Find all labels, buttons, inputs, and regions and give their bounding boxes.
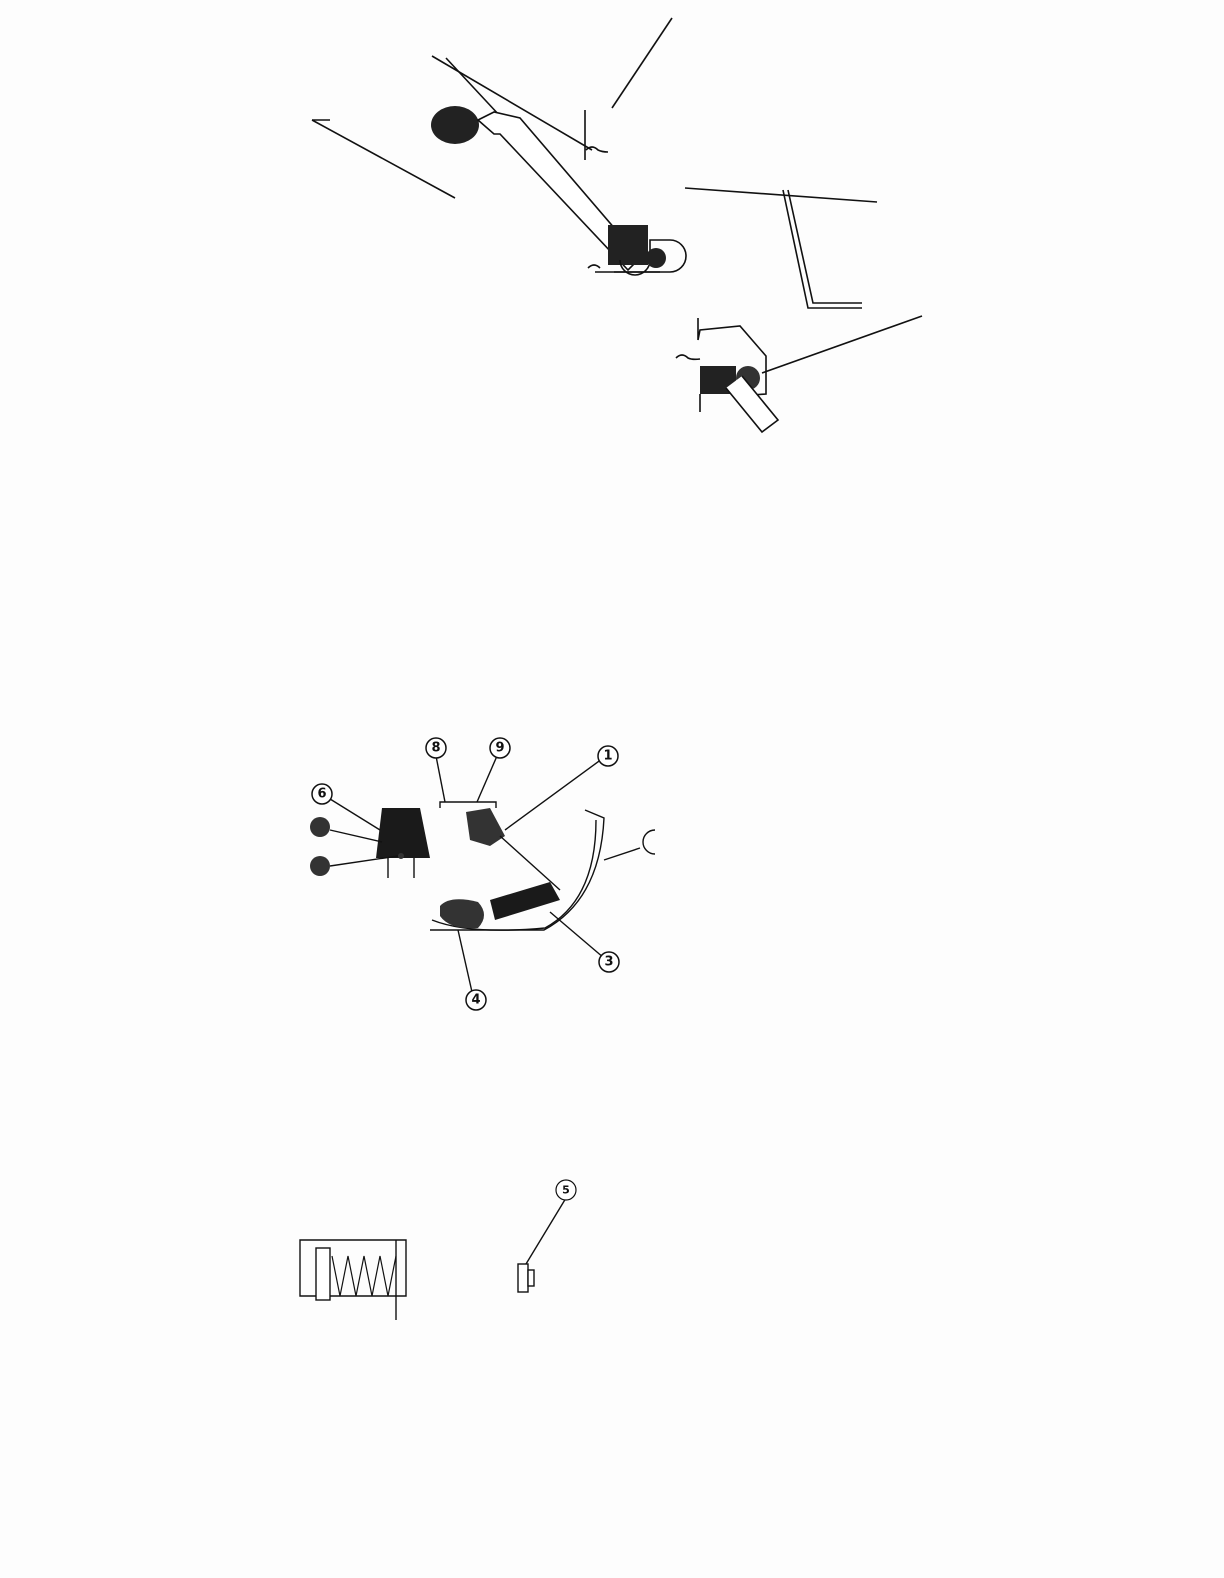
callout-9: 9 — [489, 737, 511, 759]
top-figure-lever-assembly — [311, 17, 923, 434]
callout-5: 5 — [555, 1179, 577, 1201]
callout-4: 4 — [465, 989, 487, 1011]
svg-text:1: 1 — [603, 749, 612, 764]
callout-6: 6 — [311, 783, 333, 805]
svg-text:5: 5 — [562, 1184, 570, 1197]
callout-1: 1 — [597, 745, 619, 767]
svg-text:4: 4 — [471, 993, 480, 1008]
svg-text:8: 8 — [431, 741, 440, 756]
svg-text:3: 3 — [604, 955, 613, 970]
callout-3: 3 — [598, 951, 620, 973]
svg-text:6: 6 — [317, 787, 326, 802]
svg-text:9: 9 — [495, 741, 504, 756]
middle-figure-segment-assembly — [310, 755, 656, 993]
callout-8: 8 — [425, 737, 447, 759]
bottom-figure-spring-assembly — [299, 1197, 567, 1320]
